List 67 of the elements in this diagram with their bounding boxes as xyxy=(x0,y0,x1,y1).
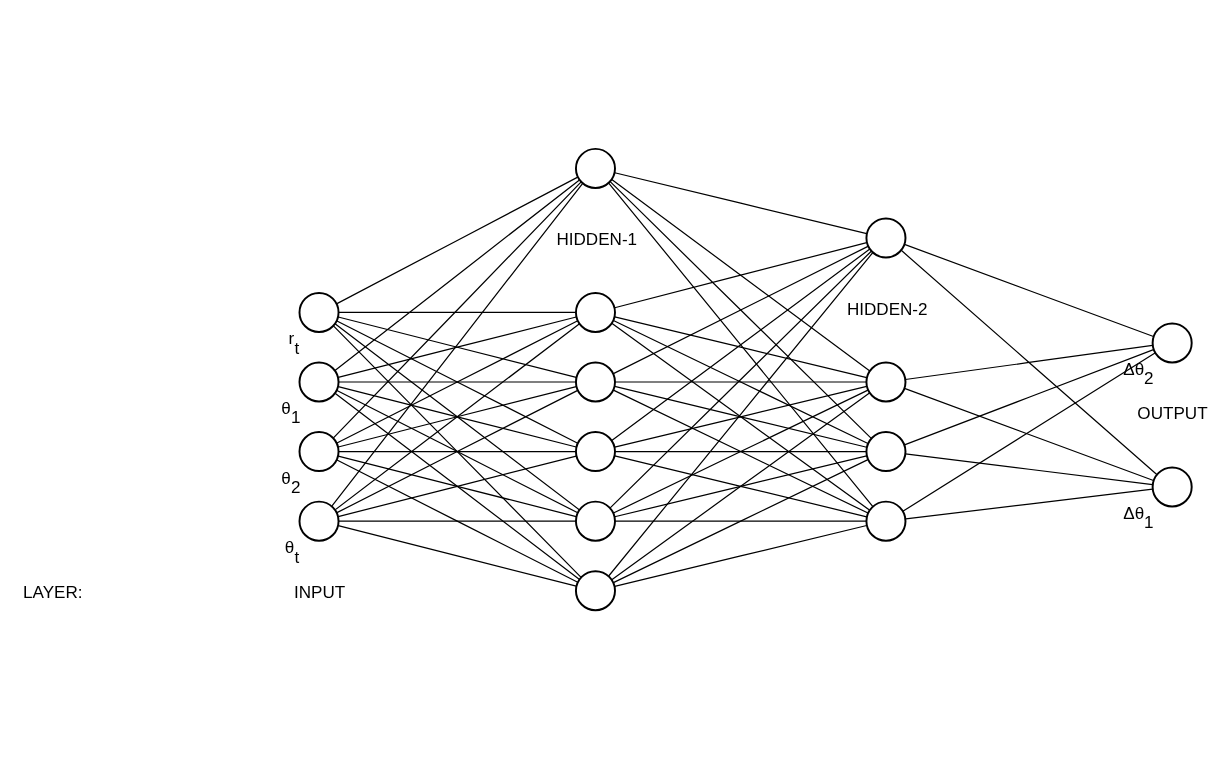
connector xyxy=(337,524,577,587)
node-circle xyxy=(298,361,340,402)
connector xyxy=(608,251,874,577)
connector xyxy=(614,524,868,587)
node-circle xyxy=(865,216,907,258)
connector xyxy=(332,180,582,439)
connector xyxy=(612,245,869,374)
connector xyxy=(334,392,580,580)
connector xyxy=(336,389,579,513)
node-circle xyxy=(1151,321,1193,363)
connector xyxy=(338,380,577,383)
connector xyxy=(337,385,577,448)
connector xyxy=(903,348,1155,446)
connector xyxy=(903,387,1155,481)
connector xyxy=(902,351,1156,512)
connector xyxy=(336,176,579,304)
connector xyxy=(338,311,577,313)
connector xyxy=(336,458,579,583)
label: HIDDEN-2 xyxy=(846,299,928,319)
node-circle xyxy=(865,430,907,472)
connector xyxy=(614,520,867,522)
connector xyxy=(336,319,579,444)
node-circle xyxy=(865,500,907,542)
connector xyxy=(905,488,1154,519)
connector xyxy=(614,241,868,308)
connector xyxy=(338,520,577,522)
label: LAYER: xyxy=(23,582,83,602)
connector xyxy=(332,324,582,578)
connector xyxy=(611,391,871,580)
connector xyxy=(614,454,868,517)
node-circle xyxy=(865,361,907,402)
connector xyxy=(609,250,872,508)
node-circle xyxy=(1151,465,1193,507)
label: HIDDEN-1 xyxy=(556,229,638,249)
connector xyxy=(614,315,868,378)
connector xyxy=(608,182,874,507)
node-circle xyxy=(574,430,616,472)
connector xyxy=(900,249,1158,475)
node-circle xyxy=(574,500,616,542)
connector xyxy=(337,315,577,378)
connector xyxy=(334,322,580,510)
connector xyxy=(331,182,584,507)
label: OUTPUT xyxy=(1137,403,1208,423)
connector xyxy=(611,247,871,441)
connector xyxy=(614,380,867,383)
connector xyxy=(612,458,869,583)
label: INPUT xyxy=(294,582,346,602)
connector xyxy=(611,322,871,511)
connector xyxy=(614,450,867,452)
connector xyxy=(337,455,577,517)
connector xyxy=(614,171,868,234)
node-circle xyxy=(298,430,340,472)
node-circle xyxy=(574,147,616,189)
node-circle xyxy=(298,500,340,542)
connector xyxy=(612,319,869,444)
node-circle xyxy=(298,291,340,333)
connector xyxy=(614,385,868,448)
connector xyxy=(903,243,1155,337)
connector xyxy=(904,344,1154,380)
connector xyxy=(338,450,577,452)
connector xyxy=(334,178,581,371)
node-circle xyxy=(574,569,616,611)
connector xyxy=(611,178,871,372)
node-circle xyxy=(574,291,616,333)
connector xyxy=(904,452,1154,485)
node-circle xyxy=(574,361,616,402)
connector xyxy=(609,180,872,439)
